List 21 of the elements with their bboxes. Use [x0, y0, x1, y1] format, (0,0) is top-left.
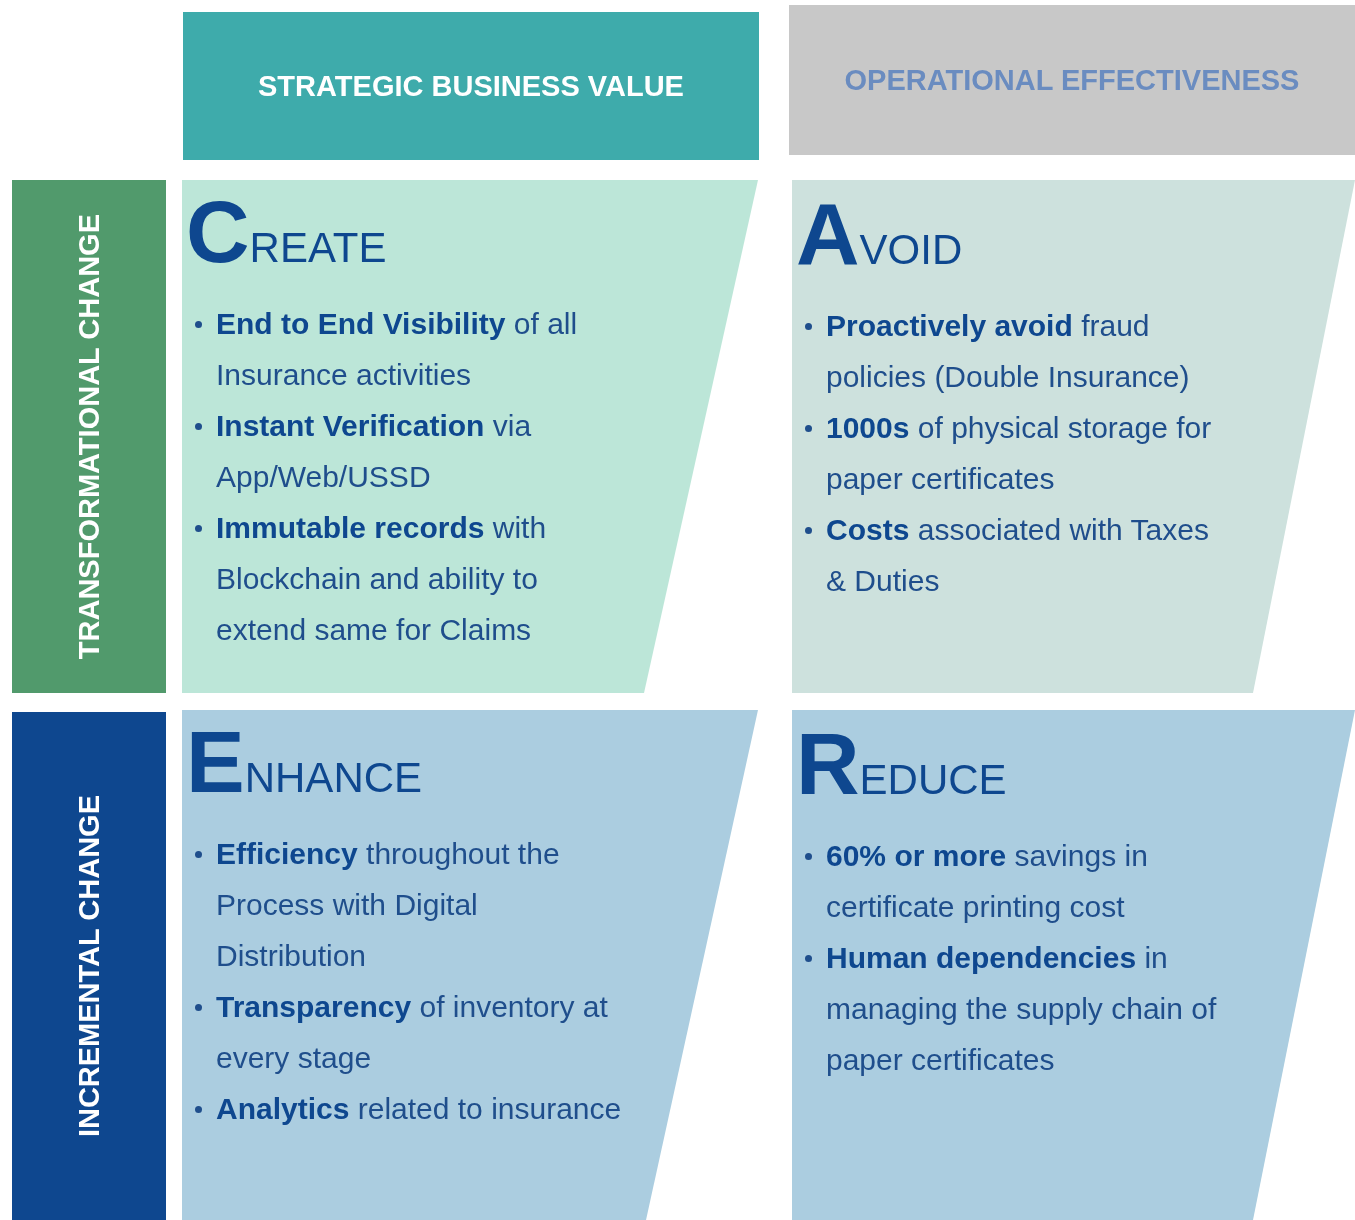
header-text: TRANSFORMATIONAL CHANGE: [71, 213, 106, 660]
header-text: OPERATIONAL EFFECTIVENESS: [844, 63, 1300, 97]
quadrant-panel: [182, 710, 758, 1220]
quadrant-panel: [792, 180, 1355, 693]
row-header: [12, 180, 166, 693]
header-text: INCREMENTAL CHANGE: [71, 794, 106, 1138]
column-header: [789, 5, 1355, 155]
quadrant-panel: [792, 710, 1355, 1220]
panel-heading: CREATE: [186, 188, 387, 276]
panel-heading: AVOID: [796, 190, 963, 278]
bullet-text: Analytics related to insurance: [216, 1092, 622, 1125]
bullet-text: Proactively avoid fraud policies (Double Insurance): [826, 309, 1190, 393]
panel-heading: REDUCE: [796, 720, 1007, 808]
header-text: STRATEGIC BUSINESS VALUE: [258, 69, 684, 103]
bullet-text: Human dependencies in managing the supply chain of paper certificates: [826, 941, 1217, 1076]
panel-heading: ENHANCE: [186, 718, 423, 806]
bullet-text: Costs associated with Taxes & Duties: [826, 513, 1209, 597]
quadrant-panel: [182, 180, 758, 693]
column-header: [183, 12, 759, 160]
bullet-text: Immutable records with Blockchain and ability to extend same for Claims: [216, 511, 547, 646]
row-header: [12, 712, 166, 1220]
